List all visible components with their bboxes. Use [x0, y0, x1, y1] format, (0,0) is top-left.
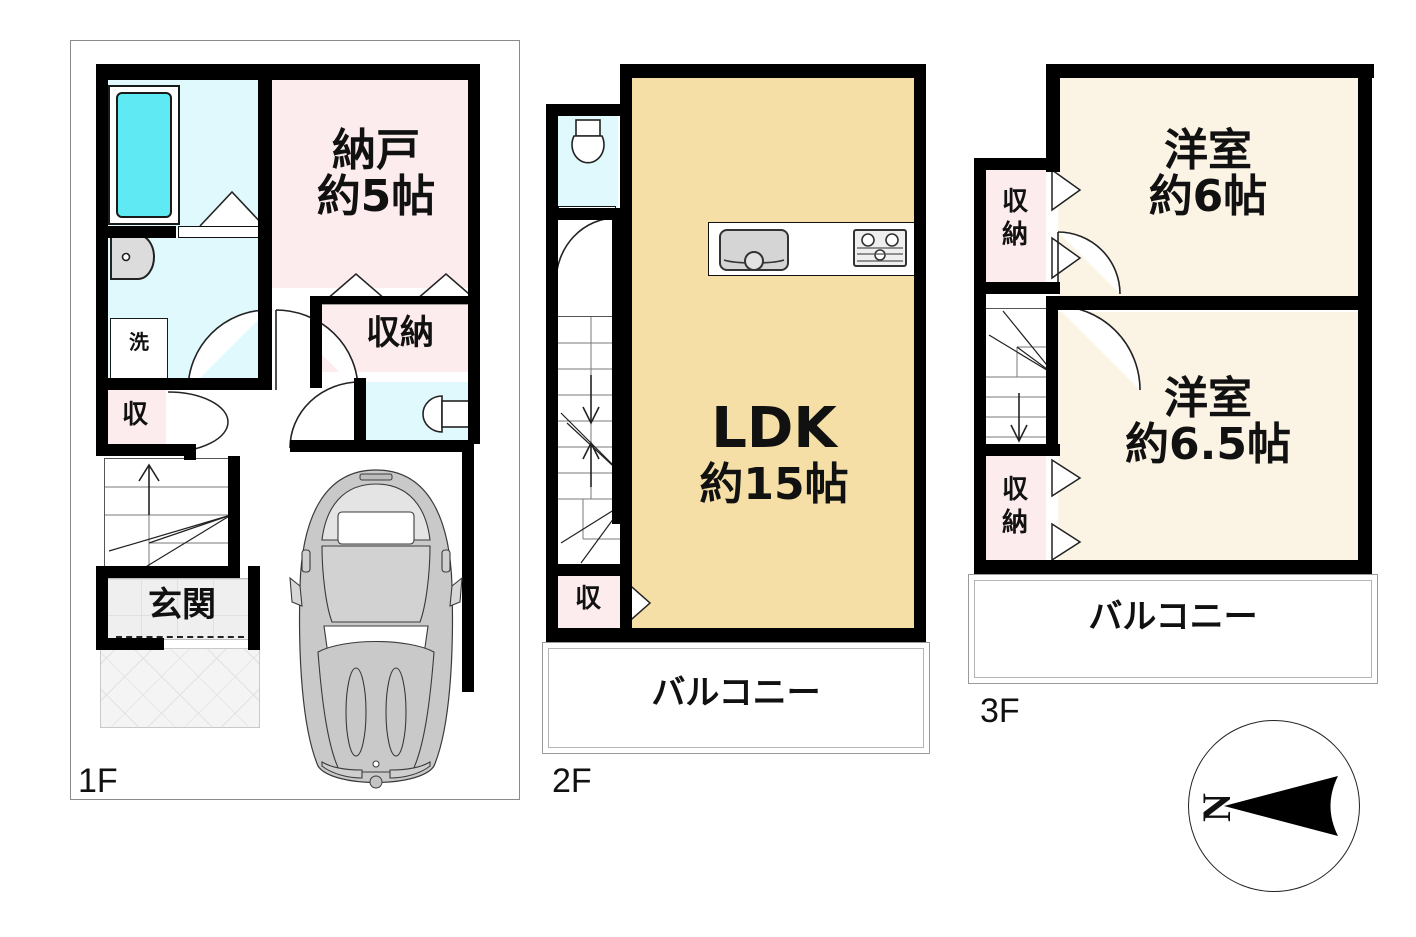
closet-upper-3f	[984, 166, 1046, 282]
ldk-size-label: 約15帖	[699, 459, 849, 510]
wall-2f-closet-top	[546, 564, 622, 576]
wall-1f-closet-top	[310, 296, 480, 304]
hall-closet-1f	[104, 390, 166, 452]
closet-2f	[556, 574, 620, 632]
wall-2f-right	[914, 64, 926, 638]
wall-1f-left	[96, 64, 108, 452]
ldk-room-2f	[628, 78, 920, 634]
floor-label-2f: 2F	[552, 762, 592, 800]
stairs-3f	[982, 308, 1056, 448]
floor-label-1f: 1F	[78, 762, 118, 800]
compass-rose: N	[1188, 720, 1360, 892]
toilet-fixture-2f	[566, 118, 610, 194]
closet-upper-3f-doors	[1050, 168, 1082, 280]
wash-basin-1f	[108, 232, 156, 282]
hall-closet-door	[167, 391, 229, 453]
wall-1f-hall-right	[184, 444, 196, 460]
wall-1f-toilet-bottom	[290, 440, 474, 452]
compass-north-label: N	[1193, 793, 1239, 822]
wall-3f-closet2-top	[974, 444, 1060, 456]
wall-3f-bedroom-div	[1046, 296, 1372, 310]
wall-1f-nando-left	[258, 64, 272, 386]
wall-2f-ldk-left	[620, 64, 632, 638]
wall-1f-top	[96, 64, 480, 80]
entrance-door-line	[116, 636, 244, 638]
washer-label: 洗	[129, 330, 149, 354]
wall-1f-stair-bottom	[96, 566, 240, 578]
wall-2f-left	[546, 104, 558, 642]
wall-3f-left	[974, 158, 986, 574]
bedroom-lower-label: 洋室 約6.5帖	[1125, 373, 1291, 471]
balcony-3f-inner	[974, 580, 1372, 678]
wall-1f-hall-top	[96, 378, 272, 390]
closet-lower-3f-label: 収納	[1001, 475, 1028, 538]
closet-lower-3f-doors	[1050, 458, 1082, 564]
hall-closet-label: 収	[121, 400, 148, 430]
balcony-2f-inner	[548, 648, 924, 748]
bedroom-upper-door-swing	[1057, 231, 1121, 295]
nando-label: 納戸 約5帖	[316, 125, 436, 223]
entrance-tile-1f	[104, 578, 260, 640]
porch-1f	[100, 648, 260, 728]
bathtub	[116, 92, 172, 218]
kitchen-sink-2f	[718, 228, 790, 272]
wall-1f-toilet-left	[354, 378, 366, 448]
wall-1f-right-lower	[462, 444, 474, 692]
wall-3f-closet-top	[974, 158, 1060, 170]
wall-1f-entry-bottom	[96, 638, 164, 650]
wall-3f-closet-bottom	[974, 282, 1060, 294]
washing-machine-1f	[110, 318, 168, 380]
wall-1f-hall-mid	[96, 444, 196, 456]
wall-1f-right-upper	[468, 64, 480, 444]
lot-boundary-1f	[70, 40, 520, 800]
wall-3f-stair-right	[1046, 296, 1058, 452]
wall-2f-top	[620, 64, 926, 78]
bedroom-lower-door-swing	[1055, 305, 1141, 391]
balcony-2f-label: バルコニー	[651, 673, 821, 713]
wall-2f-porch-jog	[604, 630, 626, 642]
wall-1f-bath-div	[96, 226, 176, 238]
toilet-fixture-1f	[398, 390, 480, 438]
wall-3f-upper-left	[1046, 64, 1060, 172]
wall-2f-shelf-top	[546, 104, 622, 116]
nando-room-1f	[272, 78, 480, 288]
nando-closet-label: 収納	[366, 313, 434, 353]
balcony-3f-label: バルコニー	[1088, 597, 1258, 637]
toilet-door-swing-1f	[289, 381, 361, 449]
wall-3f-right	[1358, 64, 1372, 574]
compass-needle	[1224, 776, 1338, 836]
closet-lower-3f	[984, 456, 1046, 566]
ldk-label: LDK	[711, 396, 837, 461]
wall-1f-entry-left	[96, 566, 108, 650]
wall-3f-top	[1046, 64, 1374, 78]
closet-upper-3f-label: 収納	[1001, 187, 1028, 250]
wall-1f-closet-left	[310, 296, 322, 388]
wall-1f-stair-right	[228, 456, 240, 574]
car-illustration-1f	[288, 466, 464, 792]
wall-2f-stair-right	[612, 220, 622, 524]
stairs-1f	[104, 458, 232, 572]
compass-circle	[1188, 720, 1360, 892]
wall-3f-bottom	[974, 560, 1372, 574]
wall-2f-toilet-bottom	[546, 208, 622, 220]
toilet-door-swing-2f	[555, 217, 617, 283]
bath-sill	[178, 226, 270, 238]
gas-stove-2f	[852, 228, 908, 270]
nando-closet-doors	[322, 272, 480, 302]
floor-label-3f: 3F	[980, 692, 1020, 730]
wall-1f-entry-right	[248, 566, 260, 650]
entrance-label: 玄関	[148, 585, 216, 625]
closet-2f-label: 収	[574, 584, 601, 614]
bedroom-upper-label: 洋室 約6帖	[1148, 125, 1268, 223]
bath-folding-door	[196, 186, 268, 228]
wall-2f-bottom	[546, 628, 926, 642]
